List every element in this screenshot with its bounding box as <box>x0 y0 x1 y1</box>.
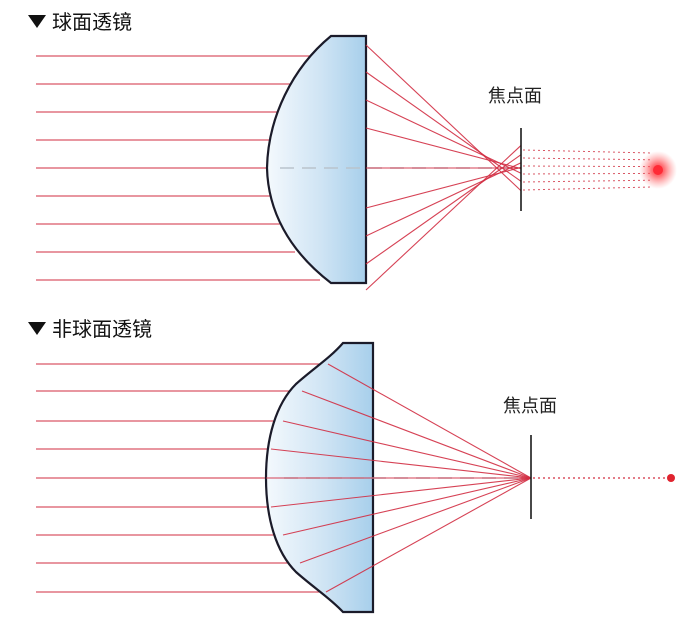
refracted-ray-extension <box>499 145 522 166</box>
refracted-ray <box>365 99 511 169</box>
refracted-ray <box>327 363 532 479</box>
refracted-ray <box>365 164 501 291</box>
spherical-focal-plane-label: 焦点面 <box>488 86 542 107</box>
blur-dotted-line <box>522 186 653 191</box>
refracted-ray <box>325 477 532 593</box>
refracted-ray <box>365 168 516 209</box>
aspherical-focused-spot <box>667 474 675 482</box>
spherical-converging-rays <box>365 44 522 291</box>
refracted-ray-extension <box>509 167 522 174</box>
aspherical-lens-title-text: 非球面透镜 <box>52 317 152 341</box>
aspherical-lens-title: 非球面透镜 <box>28 319 152 339</box>
blur-dotted-line <box>522 157 653 161</box>
refracted-ray-extension <box>504 154 522 167</box>
blur-dotted-line <box>522 149 653 154</box>
refracted-ray <box>299 477 532 564</box>
triangle-bullet-icon <box>28 322 46 335</box>
refracted-ray <box>282 477 532 536</box>
refracted-ray <box>301 390 532 479</box>
spherical-lens <box>265 34 368 285</box>
refracted-ray-extension <box>504 169 522 182</box>
refracted-ray-extension <box>499 170 522 192</box>
refracted-ray <box>365 44 501 172</box>
blur-dotted-line <box>522 172 653 175</box>
refracted-ray-extension <box>509 162 522 169</box>
spherical-lens-title-text: 球面透镜 <box>52 10 132 34</box>
spherical-spot-core <box>653 165 663 175</box>
refracted-ray <box>270 477 532 508</box>
refracted-ray <box>365 165 506 265</box>
aspherical-focal-plane-label: 焦点面 <box>503 396 557 417</box>
spherical-blur-projection <box>522 149 653 191</box>
blur-dotted-line <box>522 179 653 183</box>
spherical-incoming-rays <box>36 55 320 281</box>
refracted-ray-extension <box>514 166 522 170</box>
aspherical-converging-rays <box>266 363 532 593</box>
blur-dotted-line <box>522 165 653 168</box>
refracted-ray <box>282 420 532 479</box>
triangle-bullet-icon <box>28 15 46 28</box>
refracted-ray <box>270 448 532 479</box>
spherical-lens-panel <box>36 34 677 291</box>
refracted-ray <box>365 127 516 168</box>
refracted-ray <box>365 71 506 171</box>
aspherical-lens-panel <box>36 341 675 614</box>
spherical-lens-title: 球面透镜 <box>28 12 132 32</box>
aspherical-incoming-rays <box>36 363 328 593</box>
